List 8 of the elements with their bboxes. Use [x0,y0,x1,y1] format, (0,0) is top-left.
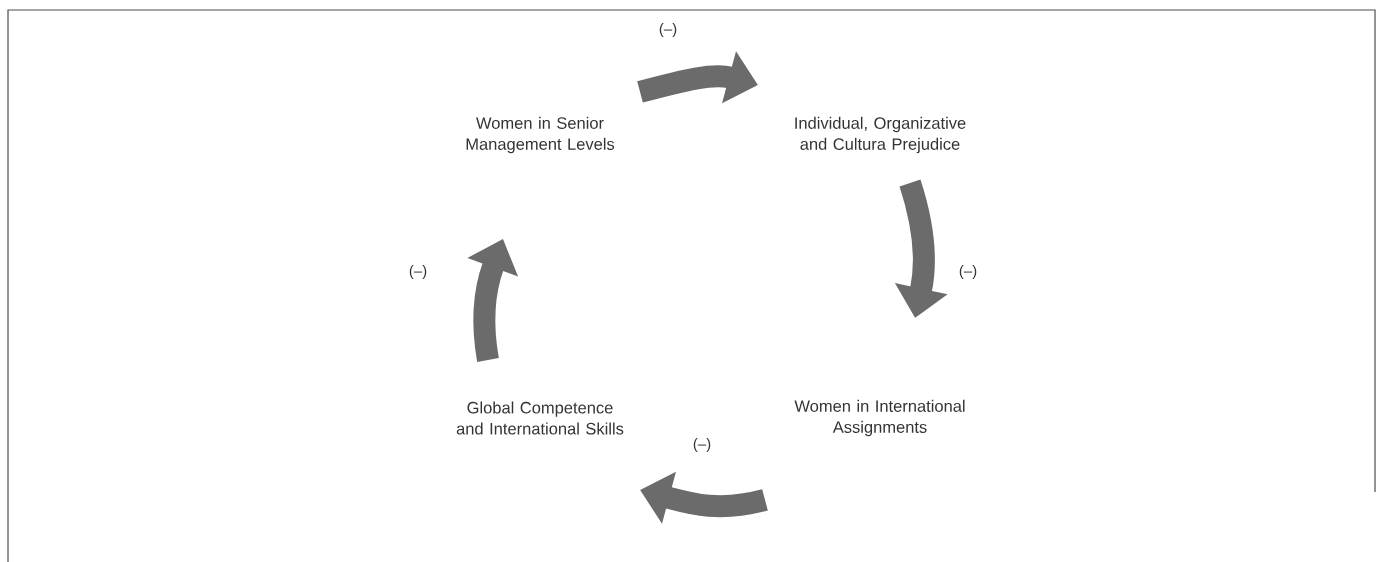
node-text: Women in International Assignments [794,399,965,437]
node-text: Women in Senior Management Levels [466,116,615,154]
edge-label: (–) [407,264,429,280]
edge-label: (–) [657,22,679,38]
edge-label: (–) [691,437,713,453]
node-text: Individual, Organizative and Cultura Prejudice [795,116,966,154]
node-text: Global Competence and International Skills [456,401,624,435]
edge-label: (–) [957,264,979,280]
